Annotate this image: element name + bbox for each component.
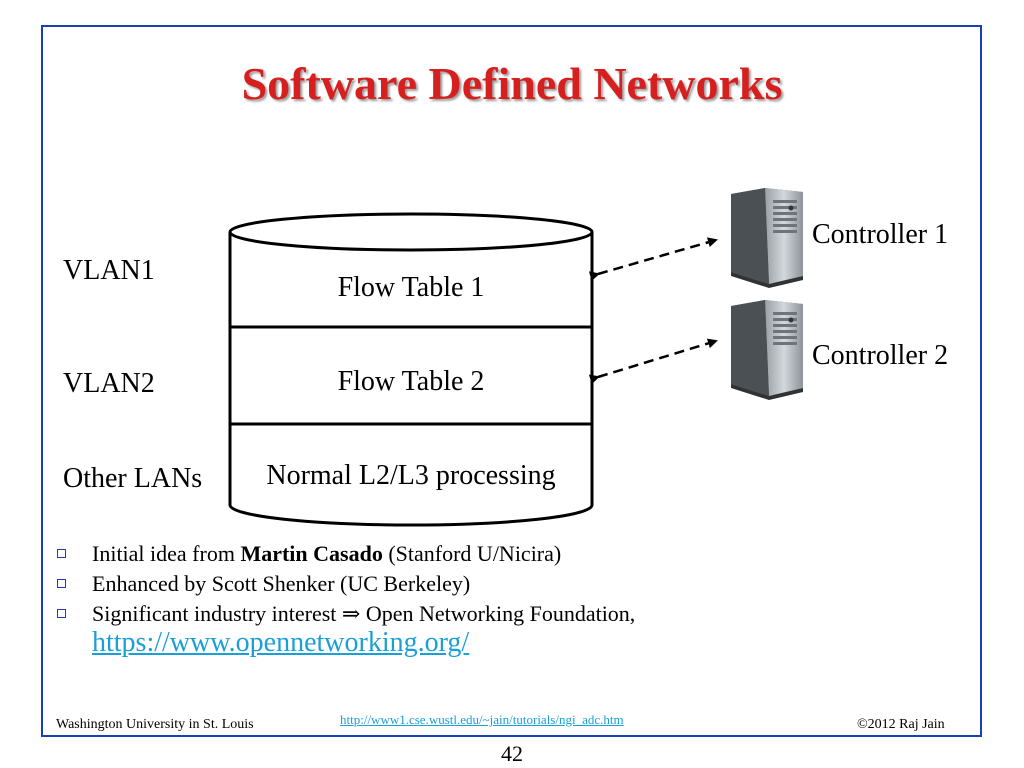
slide-frame [41,25,982,737]
flow-table-2-label: Flow Table 2 [337,366,485,397]
bullet-text: (Stanford U/Nicira) [382,541,562,566]
vlan1-label: VLAN1 [63,255,155,286]
controller2-link-arrow [588,338,718,385]
other-lans-label: Other LANs [63,463,203,494]
footer-institution: Washington University in St. Louis [56,717,254,732]
hollow-square-bullet-icon [57,549,66,558]
controller-1-label: Controller 1 [812,219,949,250]
controller1-link-arrow [588,237,718,282]
footer-link[interactable]: http://www1.cse.wustl.edu/~jain/tutorial… [340,712,624,727]
page-number: 42 [501,741,523,766]
bullet-item: Significant industry interest ⇒ Open Net… [55,599,955,659]
vlan2-label: VLAN2 [63,368,155,399]
bullet-list: Initial idea from Martin Casado (Stanfor… [55,539,955,659]
flow-table-1-label: Flow Table 1 [337,272,485,303]
bullet-text: Initial idea from [92,541,241,566]
controller-2-label: Controller 2 [812,340,949,371]
slide-title: Software Defined Networks [241,58,783,109]
bullet-item: Enhanced by Scott Shenker (UC Berkeley) [55,569,955,599]
server-tower-icon [731,300,803,400]
onf-link[interactable]: https://www.opennetworking.org/ [92,627,470,658]
server-tower-icon [731,188,803,288]
hollow-square-bullet-icon [57,609,66,618]
bullet-bold-name: Martin Casado [240,541,383,566]
flow-table-cylinder [228,212,594,527]
normal-processing-label: Normal L2/L3 processing [266,460,556,491]
bullet-text: Significant industry interest ⇒ Open Net… [92,601,636,626]
hollow-square-bullet-icon [57,579,66,588]
bullet-text: Enhanced by Scott Shenker (UC Berkeley) [92,571,471,596]
bullet-item: Initial idea from Martin Casado (Stanfor… [55,539,955,569]
footer-copyright: ©2012 Raj Jain [857,717,945,732]
